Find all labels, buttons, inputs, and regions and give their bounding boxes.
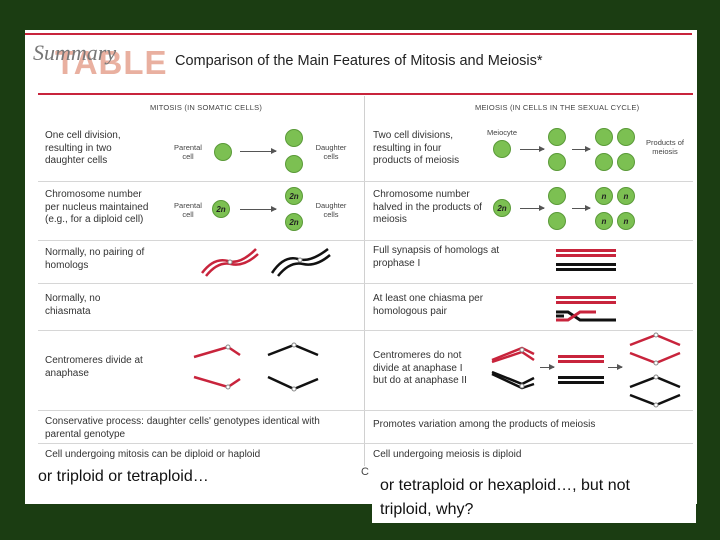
synapsed-homolog-black <box>556 263 616 266</box>
product-cell <box>617 153 635 171</box>
header-rule <box>25 33 692 35</box>
meiosis-row-text: Promotes variation among the products of… <box>373 419 596 430</box>
parental-cell <box>214 143 232 161</box>
synapsed-homolog-black <box>556 268 616 271</box>
row-separator <box>38 283 693 284</box>
daughter-cells-label: Daughter cells <box>315 201 347 219</box>
intermediate-cell <box>548 128 566 146</box>
product-cell: n <box>617 212 635 230</box>
product-cell <box>595 128 613 146</box>
column-divider <box>364 96 365 466</box>
ploidy-label: 2n <box>289 192 299 201</box>
ploidy-label: n <box>601 217 607 226</box>
parental-cell-label: Parental cell <box>174 143 202 161</box>
chiasma-crossover-icon <box>556 310 616 322</box>
row-separator <box>38 181 693 182</box>
chiasma-homolog-red <box>556 301 616 304</box>
intermediate-cell <box>548 187 566 205</box>
row-separator <box>38 240 693 241</box>
meiosis-row-text: At least one chiasma per homologous pair <box>373 293 484 317</box>
slide-panel <box>25 30 697 504</box>
mitosis-row-text: Chromosome number per nucleus maintained… <box>45 189 149 225</box>
synapsed-homolog-red <box>556 254 616 257</box>
row-separator <box>38 410 693 411</box>
parental-cell-label: Parental cell <box>174 201 202 219</box>
anaphase-ii-chromatids-icon <box>629 332 681 408</box>
product-cell <box>595 153 613 171</box>
product-cell: n <box>595 187 613 205</box>
mitosis-row-text: One cell division, resulting in two daug… <box>45 130 121 166</box>
ploidy-label: n <box>601 192 607 201</box>
arrow-icon <box>520 205 545 211</box>
overlay-right-box <box>372 466 696 523</box>
table-word: TABLE <box>55 44 168 81</box>
ploidy-label: 2n <box>497 204 507 213</box>
meiosis-row-text: Centromeres do not divide at anaphase I … <box>373 350 467 386</box>
daughter-cell: 2n <box>285 213 303 231</box>
daughter-cells-label: Daughter cells <box>315 143 347 161</box>
mitosis-row-text: Conservative process: daughter cells' ge… <box>45 416 320 440</box>
meiocyte-cell: 2n <box>493 199 511 217</box>
arrow-icon <box>240 206 277 212</box>
meiosis-column-header: MEIOSIS (IN CELLS IN THE SEXUAL CYCLE) <box>475 103 640 112</box>
dyad-black <box>558 376 604 379</box>
mitosis-row-text: Normally, no pairing of homologs <box>45 247 145 271</box>
daughter-cell <box>285 155 303 173</box>
arrow-icon <box>572 205 591 211</box>
products-label: Products of meiosis <box>646 138 684 156</box>
arrow-icon <box>540 364 555 370</box>
summary-word: Summary <box>33 40 117 65</box>
dyad-red <box>558 360 604 363</box>
row-separator <box>38 443 693 444</box>
synapsed-homolog-red <box>556 249 616 252</box>
dyad-black <box>558 381 604 384</box>
mitosis-row-text: Normally, no chiasmata <box>45 293 101 317</box>
intermediate-cell <box>548 212 566 230</box>
mitosis-row-text: Cell undergoing mitosis can be diploid o… <box>45 449 261 460</box>
arrow-icon <box>520 146 545 152</box>
meiosis-row-text: Cell undergoing meiosis is diploid <box>373 449 522 460</box>
meiosis-row-text: Full synapsis of homologs at prophase I <box>373 245 500 269</box>
meiosis-row-text: Chromosome number halved in the products… <box>373 189 482 225</box>
product-cell: n <box>617 187 635 205</box>
parental-cell: 2n <box>212 200 230 218</box>
arrow-icon <box>240 148 277 154</box>
ploidy-label: n <box>623 192 629 201</box>
mitosis-column-header: MITOSIS (IN SOMATIC CELLS) <box>150 103 263 112</box>
row-separator <box>38 330 693 331</box>
arrow-icon <box>572 146 591 152</box>
unpaired-homologs-red-icon <box>201 248 259 277</box>
column-header-rule <box>38 93 693 95</box>
mitosis-row-text: Centromeres divide at anaphase <box>45 355 143 379</box>
anaphase-i-homologs-icon <box>491 346 535 390</box>
intermediate-cell <box>548 153 566 171</box>
overlay-left-annotation: or triploid or tetraploid… <box>38 468 209 485</box>
unpaired-homologs-black-icon <box>270 248 331 277</box>
anaphase-chromatids-red-icon <box>193 344 241 390</box>
ploidy-label: 2n <box>289 218 299 227</box>
anaphase-chromatids-black-icon <box>267 342 319 392</box>
dyad-red <box>558 355 604 358</box>
meiocyte-label: Meiocyte <box>486 128 517 137</box>
daughter-cell: 2n <box>285 187 303 205</box>
table-title: Comparison of the Main Features of Mitos… <box>175 53 543 69</box>
arrow-icon <box>608 364 623 370</box>
partially-hidden-text: C <box>361 466 369 478</box>
chiasma-homolog-red <box>556 296 616 299</box>
product-cell: n <box>595 212 613 230</box>
overlay-right-annotation: or tetraploid or hexaploid…, but not tri… <box>380 477 630 518</box>
meiosis-row-text: Two cell divisions, resulting in four pr… <box>373 130 460 166</box>
product-cell <box>617 128 635 146</box>
ploidy-label: n <box>623 217 629 226</box>
daughter-cell <box>285 129 303 147</box>
meiocyte-cell <box>493 140 511 158</box>
ploidy-label: 2n <box>216 205 226 214</box>
